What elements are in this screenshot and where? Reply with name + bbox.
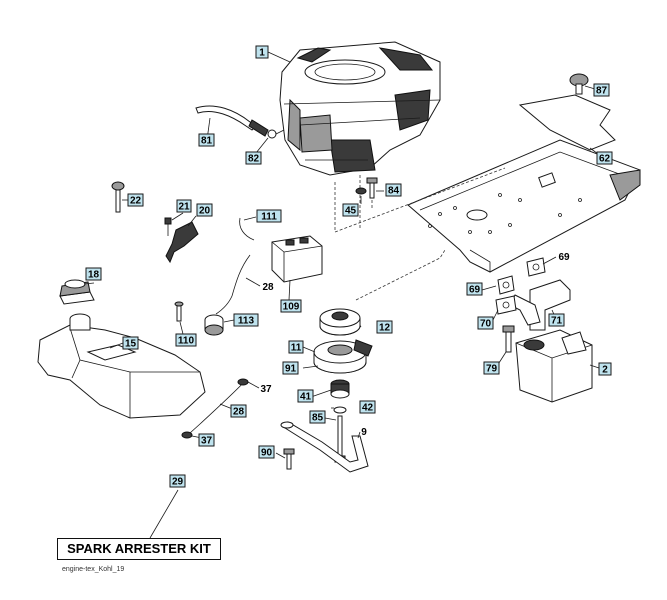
pin-110-drawing bbox=[174, 301, 184, 322]
muffler-drawing bbox=[515, 329, 593, 403]
callout-71: 71 bbox=[548, 313, 565, 327]
svg-text:21: 21 bbox=[178, 202, 190, 213]
svg-text:22: 22 bbox=[130, 196, 142, 207]
svg-text:69: 69 bbox=[469, 285, 481, 296]
fuel-filter-drawing bbox=[204, 314, 224, 336]
callout-21: 21 bbox=[176, 199, 192, 213]
bolt-79-drawing bbox=[502, 325, 515, 353]
fuel-cap-drawing bbox=[59, 279, 95, 305]
callout-91: 91 bbox=[282, 361, 299, 375]
svg-text:41: 41 bbox=[300, 392, 312, 403]
knob-87-drawing bbox=[569, 73, 589, 95]
callout-20: 20 bbox=[196, 203, 213, 217]
callout-29: 29 bbox=[169, 474, 186, 488]
fuel-tank-drawing bbox=[37, 313, 206, 419]
canister-drawing bbox=[271, 235, 323, 283]
svg-text:28: 28 bbox=[262, 282, 274, 293]
callout-69b: 69 bbox=[466, 282, 483, 296]
svg-text:71: 71 bbox=[551, 316, 563, 327]
pulley-drawing bbox=[319, 308, 361, 336]
callout-11: 11 bbox=[288, 340, 304, 354]
hose-111-drawing bbox=[239, 217, 255, 241]
svg-text:111: 111 bbox=[261, 212, 277, 223]
svg-text:82: 82 bbox=[248, 154, 260, 165]
svg-text:37: 37 bbox=[201, 436, 213, 447]
svg-text:12: 12 bbox=[379, 323, 391, 334]
gaskets-drawing bbox=[495, 257, 546, 315]
svg-text:69: 69 bbox=[558, 252, 570, 263]
svg-text:1: 1 bbox=[259, 48, 265, 59]
callout-69a: 69 bbox=[558, 252, 570, 263]
callout-84: 84 bbox=[385, 183, 402, 197]
svg-text:42: 42 bbox=[362, 403, 374, 414]
callout-37b: 37 bbox=[198, 433, 215, 447]
callout-labels: 1 2 9 11 12 15 18 20 21 22 28 28 29 37 3… bbox=[85, 45, 613, 488]
svg-text:113: 113 bbox=[238, 316, 255, 327]
svg-text:11: 11 bbox=[291, 343, 302, 354]
spark-arrester-kit-label: SPARK ARRESTER KIT bbox=[57, 538, 221, 560]
svg-text:109: 109 bbox=[283, 302, 300, 313]
svg-text:37: 37 bbox=[260, 384, 272, 395]
svg-text:20: 20 bbox=[199, 206, 211, 217]
engine-drawing bbox=[279, 41, 441, 176]
bracket-drawing bbox=[280, 421, 369, 473]
svg-text:45: 45 bbox=[345, 206, 357, 217]
clutch-drawing bbox=[313, 339, 373, 374]
svg-text:29: 29 bbox=[172, 477, 184, 488]
callout-12: 12 bbox=[376, 320, 393, 334]
svg-text:9: 9 bbox=[361, 427, 367, 438]
svg-text:91: 91 bbox=[285, 364, 297, 375]
svg-text:70: 70 bbox=[480, 319, 492, 330]
callout-42: 42 bbox=[359, 400, 376, 414]
callout-28b: 28 bbox=[230, 404, 247, 418]
svg-text:79: 79 bbox=[486, 364, 498, 375]
svg-text:15: 15 bbox=[125, 339, 137, 350]
callout-28a: 28 bbox=[262, 282, 274, 293]
fasteners-45-84 bbox=[355, 177, 378, 199]
callout-81: 81 bbox=[198, 133, 215, 147]
callout-85: 85 bbox=[309, 410, 326, 424]
bolt-90-drawing bbox=[283, 448, 295, 470]
callout-62: 62 bbox=[596, 151, 613, 165]
fuel-line-drawing bbox=[195, 105, 285, 139]
svg-text:28: 28 bbox=[233, 407, 245, 418]
callout-1: 1 bbox=[255, 45, 269, 59]
callout-113: 113 bbox=[233, 313, 259, 327]
callout-9: 9 bbox=[361, 427, 367, 438]
callout-45: 45 bbox=[342, 203, 359, 217]
callout-18: 18 bbox=[85, 267, 102, 281]
svg-text:81: 81 bbox=[201, 136, 213, 147]
svg-text:2: 2 bbox=[602, 365, 608, 376]
svg-text:85: 85 bbox=[312, 413, 324, 424]
callout-22: 22 bbox=[127, 193, 144, 207]
diagram-file-caption: engine-tex_Kohl_19 bbox=[62, 566, 125, 573]
frame-drawing bbox=[407, 94, 641, 273]
callout-79: 79 bbox=[483, 361, 500, 375]
exhaust-pipes-drawing bbox=[509, 279, 571, 331]
spacers-drawing bbox=[330, 379, 350, 463]
callout-110: 110 bbox=[175, 333, 197, 347]
svg-text:84: 84 bbox=[388, 186, 400, 197]
callout-70: 70 bbox=[477, 316, 494, 330]
svg-text:110: 110 bbox=[178, 336, 195, 347]
callout-109: 109 bbox=[280, 299, 302, 313]
switch-parts-drawing bbox=[111, 181, 199, 264]
callout-87: 87 bbox=[593, 83, 610, 97]
svg-text:87: 87 bbox=[596, 86, 608, 97]
callout-90: 90 bbox=[258, 445, 275, 459]
callout-82: 82 bbox=[245, 151, 262, 165]
callout-41: 41 bbox=[297, 389, 314, 403]
callout-111: 111 bbox=[256, 209, 282, 223]
svg-text:90: 90 bbox=[261, 448, 273, 459]
callout-37a: 37 bbox=[260, 384, 272, 395]
callout-15: 15 bbox=[122, 336, 139, 350]
svg-text:62: 62 bbox=[599, 154, 611, 165]
callout-2: 2 bbox=[598, 362, 612, 376]
svg-text:18: 18 bbox=[88, 270, 100, 281]
